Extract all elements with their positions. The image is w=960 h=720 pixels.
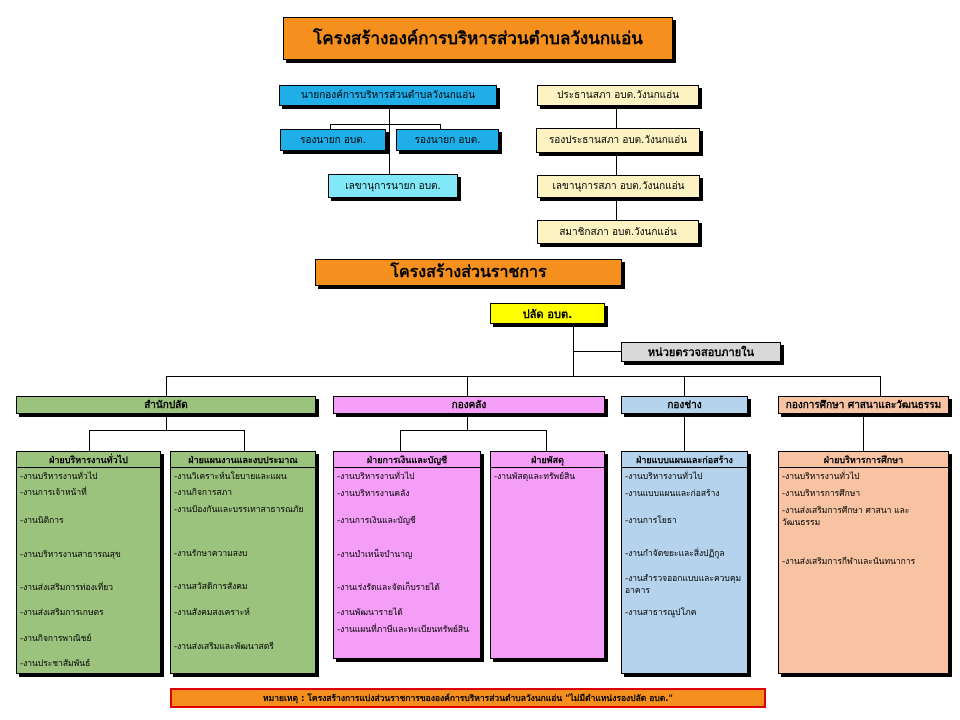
connector (330, 124, 331, 129)
list-item: -งานบริหารการศึกษา (782, 489, 861, 499)
connector (880, 376, 881, 396)
council-secretary-box: เลขานุการสภา อบต.วังนกแอ่น (537, 175, 700, 198)
list-item: -งานบำเหน็จบำนาญ (337, 550, 413, 560)
connector (244, 430, 245, 451)
section-title: ฝ่ายการเงินและบัญชี (334, 452, 480, 468)
connector (467, 376, 468, 396)
council-member-box: สมาชิกสภา อบต.วังนกแอ่น (537, 220, 699, 244)
list-item: -งานการเงินและบัญชี (337, 516, 416, 526)
list-item: -งานกิจการสภา (174, 488, 232, 498)
list-item: -งานส่งเสริมการเกษตร (20, 608, 104, 618)
section-design-construction: ฝ่ายแบบแผนและก่อสร้าง -งานบริหารงานทั่วไ… (621, 451, 748, 674)
list-item: -งานป้องกันและบรรเทาสาธารณภัย (174, 505, 304, 515)
connector (616, 106, 617, 128)
section-general-admin: ฝ่ายบริหารงานทั่วไป -งานบริหารงานทั่วไป … (16, 451, 161, 674)
connector (467, 414, 468, 430)
division-education: กองการศึกษา ศาสนาและวัฒนธรรม (778, 396, 949, 414)
section-title: ฝ่ายแบบแผนและก่อสร้าง (622, 452, 747, 468)
connector (89, 430, 90, 451)
list-item: -งานนิติการ (20, 516, 64, 526)
list-item: -งานส่งเสริมการศึกษา ศาสนา และวัฒนธรรม (782, 506, 910, 528)
list-item: -งานสังคมสงเคราะห์ (174, 608, 250, 618)
section-title: ฝ่ายบริหารการศึกษา (779, 452, 948, 468)
connector (863, 414, 864, 451)
section-title: ฝ่ายแผนงานและงบประมาณ (171, 452, 315, 468)
list-item: -งานกิจการพาณิชย์ (20, 634, 92, 644)
internal-audit-box: หน่วยตรวจสอบภายใน (621, 342, 781, 362)
section-title: ฝ่ายบริหารงานทั่วไป (17, 452, 160, 468)
list-item: -งานสาธารณูปโภค (625, 608, 697, 618)
division-finance: กองคลัง (333, 396, 605, 414)
list-item: -งานบริหารงานคลัง (337, 489, 410, 499)
list-item: -งานส่งเสริมการกีฬาและนันทนาการ (782, 557, 916, 567)
section-finance-accounting: ฝ่ายการเงินและบัญชี -งานบริหารงานทั่วไป … (333, 451, 481, 659)
section-supplies: ฝ่ายพัสดุ -งานพัสดุและทรัพย์สิน (490, 451, 605, 659)
mayor-secretary-box: เลขานุการนายก อบต. (328, 174, 458, 198)
connector (684, 376, 685, 396)
division-engineering: กองช่าง (621, 396, 748, 414)
connector (400, 430, 401, 451)
connector (166, 414, 167, 430)
list-item: -งานส่งเสริมการท่องเที่ยว (20, 583, 114, 593)
mayor-box: นายกองค์การบริหารส่วนตำบลวังนกแอ่น (279, 85, 497, 106)
council-vice-chair-box: รองประธานสภา อบต.วังนกแอ่น (536, 128, 700, 153)
list-item: -งานพัสดุและทรัพย์สิน (494, 472, 576, 482)
list-item: -งานเร่งรัดและจัดเก็บรายได้ (337, 583, 440, 593)
page-title: โครงสร้างองค์การบริหารส่วนตำบลวังนกแอ่น (283, 17, 673, 60)
list-item: -งานบริหารงานสาธารณสุข (20, 550, 121, 560)
list-item: -งานแบบแผนและก่อสร้าง (625, 489, 720, 499)
footnote: หมายเหตุ : โครงสร้างการแบ่งส่วนราชการของ… (170, 688, 766, 708)
admin-structure-title: โครงสร้างส่วนราชการ (315, 259, 622, 286)
council-chair-box: ประธานสภา อบต.วังนกแอ่น (537, 85, 699, 106)
deputy-mayor-right-box: รองนายก อบต. (396, 129, 499, 151)
connector (166, 376, 881, 377)
connector (616, 198, 617, 220)
connector (400, 430, 547, 431)
connector (166, 376, 167, 396)
connector (389, 124, 390, 174)
connector (330, 124, 441, 125)
list-item: -งานการเจ้าหน้าที่ (20, 488, 87, 498)
connector (573, 351, 621, 352)
list-item: -งานประชาสัมพันธ์ (20, 659, 91, 669)
list-item: -งานบริหารงานทั่วไป (782, 472, 860, 482)
list-item: -งานการโยธา (625, 516, 677, 526)
list-item: -งานรักษาความสงบ (174, 549, 248, 559)
list-item: -งานกำจัดขยะและสิ่งปฏิกูล (625, 549, 725, 559)
list-item: -งานบริหารงานทั่วไป (625, 472, 703, 482)
section-title: ฝ่ายพัสดุ (491, 452, 604, 468)
connector (616, 153, 617, 175)
list-item: -งานบริหารงานทั่วไป (20, 472, 98, 482)
deputy-mayor-left-box: รองนายก อบต. (280, 129, 386, 151)
connector (546, 430, 547, 451)
list-item: -งานบริหารงานทั่วไป (337, 472, 415, 482)
connector (684, 414, 685, 451)
list-item: -งานแผนที่ภาษีและทะเบียนทรัพย์สิน (337, 625, 469, 635)
connector (389, 106, 390, 124)
list-item: -งานสวัสดิการสังคม (174, 582, 248, 592)
list-item: -งานพัฒนารายได้ (337, 608, 403, 618)
connector (573, 324, 574, 376)
division-office: สำนักปลัด (16, 396, 316, 414)
list-item: -งานวิเคราะห์นโยบายและแผน (174, 472, 287, 482)
list-item: -งานส่งเสริมและพัฒนาสตรี (174, 642, 274, 652)
list-item: -งานสำรวจออกแบบและควบคุมอาคาร (625, 574, 742, 596)
connector (440, 124, 441, 129)
section-plan-budget: ฝ่ายแผนงานและงบประมาณ -งานวิเคราะห์นโยบา… (170, 451, 316, 674)
section-education-admin: ฝ่ายบริหารการศึกษา -งานบริหารงานทั่วไป -… (778, 451, 949, 674)
connector (89, 430, 245, 431)
palad-box: ปลัด อบต. (490, 303, 605, 324)
